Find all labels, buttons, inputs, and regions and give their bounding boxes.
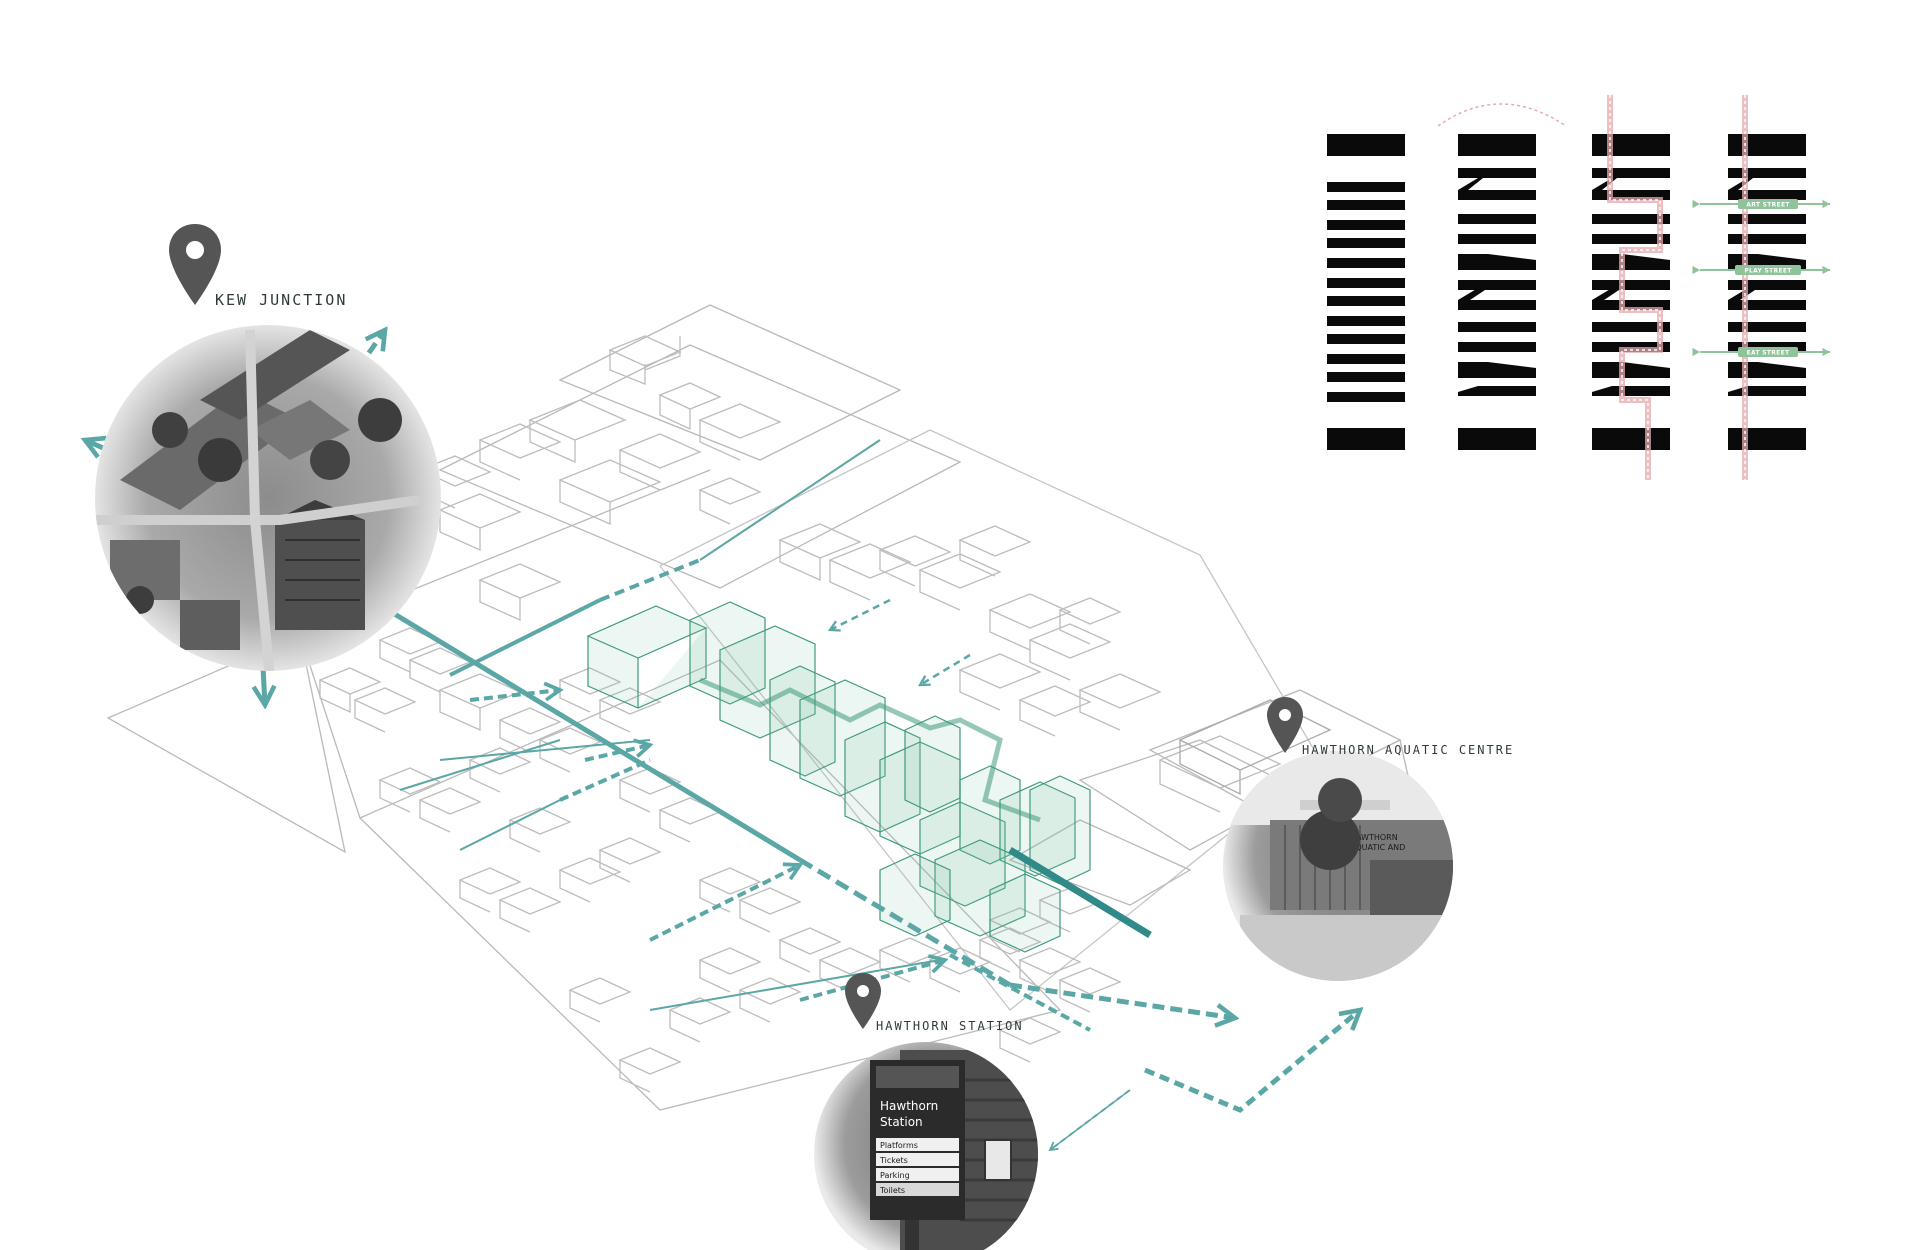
aquatic-sign-line2: AQUATIC AND bbox=[1350, 843, 1405, 852]
hawthorn-aquatic-label: HAWTHORN AQUATIC CENTRE bbox=[1302, 743, 1514, 757]
kew-junction-photo bbox=[95, 325, 441, 671]
station-sign-row-parking: Parking bbox=[880, 1171, 910, 1180]
concept-step-3 bbox=[1592, 95, 1670, 480]
internal-laneway bbox=[699, 677, 1041, 823]
station-sign-line2: Station bbox=[880, 1115, 923, 1129]
movement-corridors bbox=[353, 439, 1370, 1150]
pin-kew-junction: KEW JUNCTION bbox=[169, 224, 347, 309]
pin-hawthorn-aquatic: HAWTHORN AQUATIC CENTRE bbox=[1267, 697, 1514, 757]
station-sign-row-tickets: Tickets bbox=[879, 1156, 908, 1165]
location-pin-icon bbox=[1267, 697, 1303, 753]
station-sign-line1: Hawthorn bbox=[880, 1099, 938, 1113]
aquatic-sign-line1: HAWTHORN bbox=[1350, 833, 1398, 842]
concept-step-4: ART STREET PLAY STREET EAT STREET bbox=[1692, 95, 1830, 480]
street-eat-label: EAT STREET bbox=[1747, 350, 1790, 357]
street-art-label: ART STREET bbox=[1746, 202, 1790, 209]
concept-diagrams: ART STREET PLAY STREET EAT STREET bbox=[1327, 95, 1830, 480]
station-sign-row-toilets: Toilets bbox=[879, 1186, 905, 1195]
arc-connection bbox=[1437, 103, 1567, 127]
concept-step-2 bbox=[1437, 103, 1567, 450]
street-play-label: PLAY STREET bbox=[1744, 268, 1792, 275]
street-art: ART STREET bbox=[1692, 199, 1830, 209]
kew-junction-label: KEW JUNCTION bbox=[215, 291, 347, 309]
hawthorn-station-photo: Hawthorn Station Platforms Tickets Parki… bbox=[814, 1042, 1038, 1250]
street-eat: EAT STREET bbox=[1692, 347, 1830, 357]
street-play: PLAY STREET bbox=[1692, 265, 1830, 275]
location-pin-icon bbox=[169, 224, 221, 305]
location-pin-icon bbox=[845, 973, 881, 1029]
hawthorn-station-label: HAWTHORN STATION bbox=[876, 1019, 1024, 1033]
isometric-site-map bbox=[106, 304, 1421, 1111]
concept-step-1 bbox=[1327, 134, 1405, 450]
station-sign-row-platforms: Platforms bbox=[880, 1141, 918, 1150]
hawthorn-aquatic-photo: HAWTHORN AQUATIC AND bbox=[1223, 751, 1453, 981]
pin-hawthorn-station: HAWTHORN STATION bbox=[845, 973, 1024, 1033]
